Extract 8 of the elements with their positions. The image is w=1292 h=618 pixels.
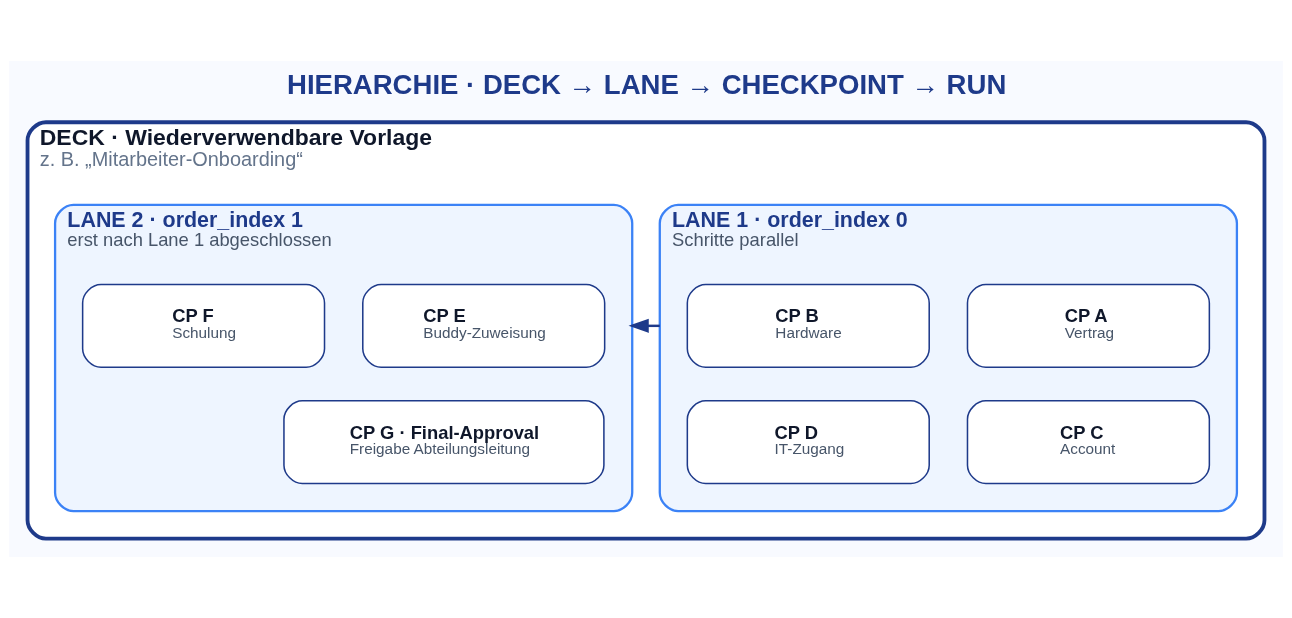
diagram-title: HIERARCHIE · DECK → LANE → CHECKPOINT → RUN <box>287 68 1007 100</box>
node-box: CP D IT-Zugang <box>686 400 930 485</box>
node-box: CP F Schulung <box>81 283 326 368</box>
node-box: CP E Buddy-Zuweisung <box>362 283 606 368</box>
node-box: CP B Hardware <box>686 283 930 368</box>
node-box: CP C Account <box>966 400 1211 485</box>
node-box: CP G · Final-Approval Freigabe Abteilungsleitung <box>283 400 605 485</box>
node-box: CP A Vertrag <box>966 283 1211 368</box>
